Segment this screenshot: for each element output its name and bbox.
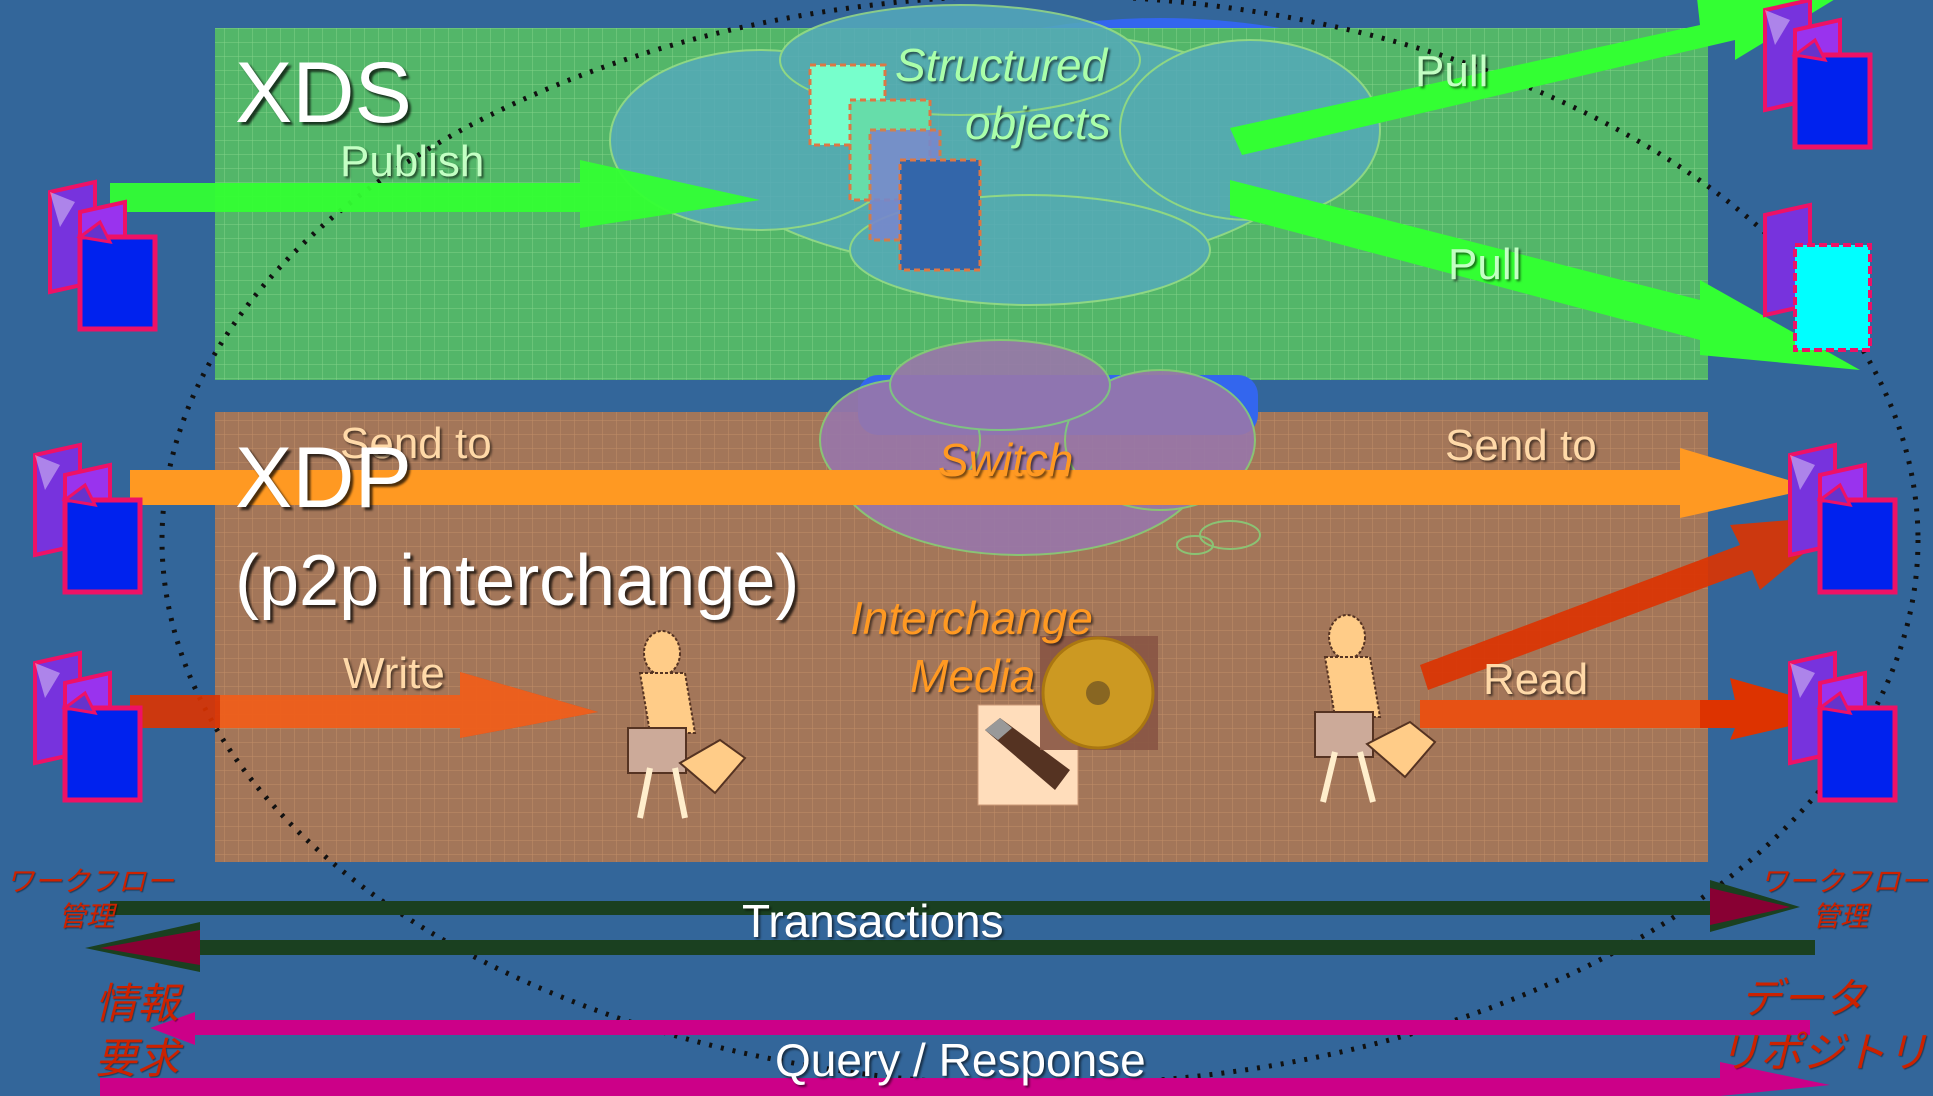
send-to-left-label: Send to <box>340 419 492 468</box>
structured-objects-label-1: Structured <box>895 39 1108 91</box>
cd-disc-icon <box>1040 636 1158 750</box>
query-left-label-2: 要求 <box>95 1035 180 1082</box>
walking-courier-icon <box>1314 614 1437 803</box>
xds-title: XDS <box>235 45 412 141</box>
workflow-left-label-2: 管理 <box>58 901 115 932</box>
interchange-label-2: Media <box>910 650 1036 702</box>
query-response-bar <box>100 1012 1830 1096</box>
send-to-right-label: Send to <box>1445 421 1597 470</box>
write-label: Write <box>343 649 445 698</box>
document-stack-icon <box>35 653 140 800</box>
document-stack-icon <box>1790 653 1895 800</box>
switch-label: Switch <box>938 434 1074 486</box>
transactions-bar <box>85 880 1815 972</box>
interchange-label-1: Interchange <box>850 592 1093 644</box>
document-stack-icon <box>35 445 140 592</box>
structured-objects-label-2: objects <box>965 97 1111 149</box>
pull-top-label: Pull <box>1415 47 1489 96</box>
read-arrow-up <box>1420 515 1850 690</box>
workflow-left-label-1: ワークフロー <box>6 866 175 897</box>
walking-courier-icon <box>627 630 747 819</box>
query-right-label-1: データ <box>1740 975 1867 1022</box>
pull-arrow-top <box>1230 0 1834 155</box>
pull-bottom-label: Pull <box>1448 240 1522 289</box>
xdp-title: XDP <box>235 430 412 526</box>
transactions-label: Transactions <box>742 895 1004 947</box>
workflow-right-label-1: ワークフロー <box>1760 866 1929 897</box>
query-left-label-1: 情報 <box>95 980 180 1027</box>
xdp-subtitle: (p2p interchange) <box>235 541 800 621</box>
document-stack-icon <box>1765 0 1870 147</box>
document-stack-icon <box>1763 202 1872 352</box>
query-right-label-2: リポジトリ <box>1718 1029 1929 1076</box>
scope-circle <box>159 0 1921 1088</box>
workflow-right-label-2: 管理 <box>1812 901 1869 932</box>
publish-arrow <box>110 160 760 228</box>
query-response-label: Query / Response <box>775 1034 1146 1086</box>
document-stack-icon <box>1790 445 1895 592</box>
switch-cloud-icon <box>819 339 1261 556</box>
structured-objects-icon <box>808 63 982 272</box>
read-label: Read <box>1483 655 1589 704</box>
send-to-arrow <box>130 448 1815 518</box>
pull-arrow-bottom <box>1230 180 1860 370</box>
publish-label: Publish <box>340 137 485 186</box>
